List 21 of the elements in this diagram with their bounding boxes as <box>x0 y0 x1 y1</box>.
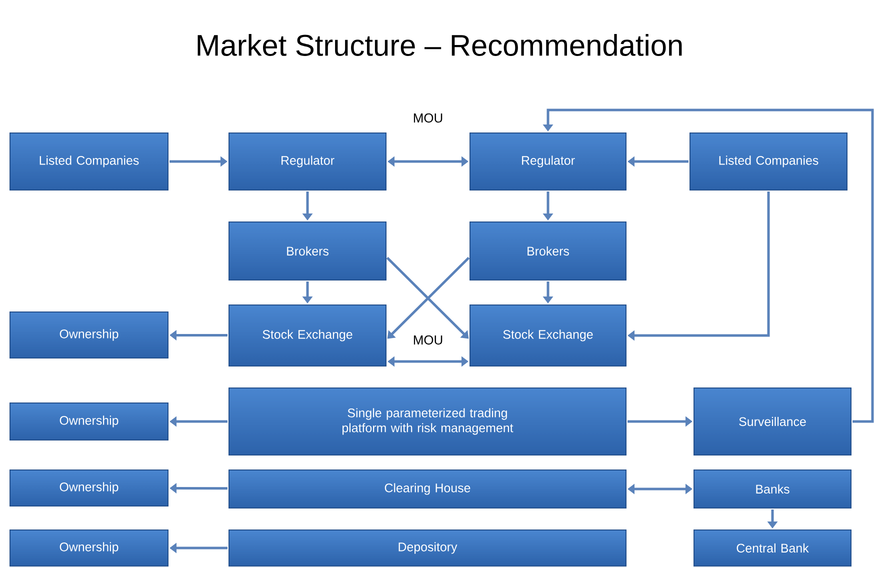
process-box: Regulator <box>228 132 386 190</box>
process-box: Clearing House <box>228 470 626 508</box>
process-box: Depository <box>228 530 626 566</box>
title: Market Structure – Recommendation <box>198 34 682 56</box>
process-box: Stock Exchange <box>470 304 626 366</box>
process-box: Ownership <box>10 402 168 440</box>
process-box: Stock Exchange <box>228 304 386 366</box>
process-box: Ownership <box>10 312 168 358</box>
process-box: Brokers <box>470 222 626 280</box>
process-box: Single parameterized trading platform with risk management <box>228 388 626 456</box>
edge-label: MOU <box>414 113 442 123</box>
process-box: Regulator <box>470 132 626 190</box>
edge-label: MOU <box>414 335 442 345</box>
process-box: Ownership <box>10 470 168 506</box>
process-box: Listed Companies <box>690 132 848 190</box>
process-box: Listed Companies <box>10 132 168 190</box>
process-box: Central Bank <box>694 530 852 566</box>
process-box: Brokers <box>228 222 386 280</box>
process-box: Ownership <box>10 530 168 566</box>
process-box: Surveillance <box>694 388 852 456</box>
process-box: Banks <box>694 470 852 508</box>
